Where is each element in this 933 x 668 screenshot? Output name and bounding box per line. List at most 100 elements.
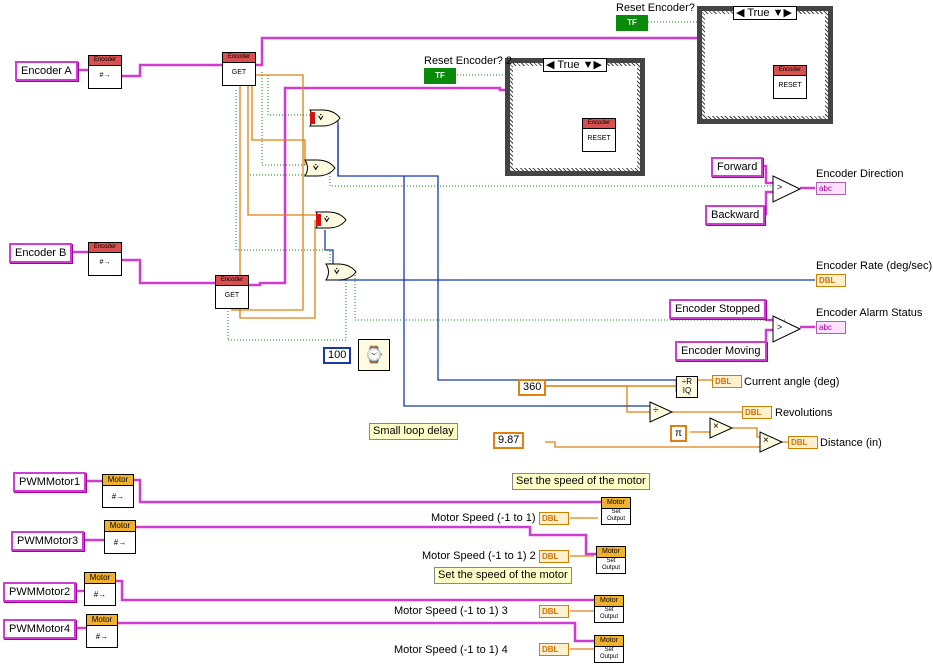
backward-constant[interactable]: Backward [705, 205, 766, 225]
pwm-motor1-control[interactable]: PWMMotor1 [13, 472, 87, 492]
encoder-direction-indicator[interactable]: abc [816, 182, 846, 195]
case-structure-1[interactable] [697, 6, 833, 124]
reset-label: RESET [778, 82, 802, 89]
reset-encoder-2-label: Reset Encoder? 2 [424, 55, 513, 67]
multiply-icon[interactable]: × [763, 435, 769, 446]
set-output-label: Set Output [599, 607, 618, 620]
encoder-refnum-vi-b[interactable]: Encoder #→ [88, 242, 122, 276]
get-label: GET [231, 69, 247, 76]
case-selector-1-value: True [747, 7, 770, 19]
motor-speed-3-label: Motor Speed (-1 to 1) 3 [394, 605, 508, 617]
motor-set-output-vi-3[interactable]: Motor Set Output [596, 546, 626, 574]
encoder-direction-label: Encoder Direction [816, 168, 904, 180]
motor-speed-4-control[interactable]: DBL [539, 643, 569, 656]
or-gate-icon[interactable]: ⩒ [313, 162, 319, 172]
reset-label: RESET [587, 135, 611, 142]
motor-vi-header: Motor [595, 596, 623, 607]
motor-speed-2-control[interactable]: DBL [539, 550, 569, 563]
current-angle-label: Current angle (deg) [744, 376, 840, 388]
motor-speed-2-label: Motor Speed (-1 to 1) 2 [422, 550, 536, 562]
refnum-icon: #→ [111, 492, 125, 501]
motor-vi-header: Motor [602, 498, 630, 509]
select-icon[interactable]: > [777, 182, 783, 192]
divide-icon[interactable]: ÷ [653, 405, 659, 416]
motor-set-output-vi-2[interactable]: Motor Set Output [594, 595, 624, 623]
pwm-motor4-control[interactable]: PWMMotor4 [3, 619, 77, 639]
forward-constant[interactable]: Forward [711, 157, 764, 177]
pi-constant[interactable]: π [670, 425, 687, 442]
case-selector-2[interactable]: ◀ True ▼▶ [543, 58, 607, 72]
motor-refnum-vi-3[interactable]: Motor #→ [104, 520, 136, 554]
encoder-alarm-status-label: Encoder Alarm Status [816, 307, 923, 319]
case-structure-2-frame [513, 66, 637, 168]
refnum-icon: #→ [99, 72, 111, 79]
refnum-icon: #→ [99, 259, 111, 266]
refnum-icon: #→ [93, 590, 107, 599]
case-structure-1-frame [705, 14, 825, 116]
motor-refnum-vi-4[interactable]: Motor #→ [86, 614, 118, 648]
motor-speed-4-label: Motor Speed (-1 to 1) 4 [394, 644, 508, 656]
or-gate-icon[interactable]: ⩒ [324, 214, 330, 224]
encoder-rate-indicator[interactable]: DBL [816, 274, 846, 287]
encoder-vi-header: Encoder [583, 119, 615, 129]
delay-constant[interactable]: 100 [323, 347, 352, 364]
encoder-rate-label: Encoder Rate (deg/sec) [816, 260, 933, 272]
set-output-label: Set Output [599, 647, 618, 660]
motor-refnum-vi-1[interactable]: Motor #→ [102, 474, 134, 508]
reset-encoder-toggle[interactable]: TF [616, 15, 648, 31]
encoder-vi-header: Encoder [774, 66, 806, 76]
motor-vi-header: Motor [595, 636, 623, 647]
select-icon[interactable]: > [777, 322, 783, 332]
reset-encoder-label: Reset Encoder? [616, 2, 695, 14]
multiply-icon[interactable]: × [713, 421, 719, 432]
set-output-label: Set Output [606, 509, 625, 522]
encoder-vi-header: Encoder [89, 243, 121, 253]
set-speed-note-2: Set the speed of the motor [434, 567, 572, 584]
revolutions-label: Revolutions [775, 407, 833, 419]
refnum-icon: #→ [95, 632, 109, 641]
small-loop-delay-note: Small loop delay [369, 423, 458, 440]
encoder-vi-header: Encoder [89, 56, 121, 66]
or-gate-icon[interactable]: ⩒ [318, 112, 324, 122]
encoder-stopped-constant[interactable]: Encoder Stopped [669, 299, 767, 319]
motor-vi-header: Motor [87, 615, 117, 626]
case-selector-1[interactable]: ◀ True ▼▶ [733, 6, 797, 20]
or-gate-icon[interactable]: ⩒ [334, 266, 340, 276]
pwm-motor3-control[interactable]: PWMMotor3 [11, 531, 85, 551]
encoder-refnum-vi-a[interactable]: Encoder #→ [88, 55, 122, 89]
encoder-reset-vi-1[interactable]: Encoder RESET [773, 65, 807, 99]
current-angle-indicator[interactable]: DBL [712, 375, 742, 388]
motor-vi-header: Motor [105, 521, 135, 532]
motor-set-output-vi-4[interactable]: Motor Set Output [594, 635, 624, 663]
deg-per-rev-constant[interactable]: 360 [518, 379, 547, 396]
encoder-vi-header: Encoder [223, 53, 255, 63]
motor-refnum-vi-2[interactable]: Motor #→ [84, 572, 116, 606]
encoder-a-control[interactable]: Encoder A [15, 61, 78, 81]
motor-vi-header: Motor [85, 573, 115, 584]
case-structure-2[interactable] [505, 58, 645, 176]
motor-speed-1-label: Motor Speed (-1 to 1) [431, 512, 536, 524]
encoder-get-vi-b[interactable]: Encoder GET [215, 275, 249, 309]
encoder-get-vi-a[interactable]: Encoder GET [222, 52, 256, 86]
reset-encoder-2-toggle[interactable]: TF [424, 68, 456, 84]
wheel-circ-constant[interactable]: 9.87 [493, 432, 525, 449]
motor-set-output-vi-1[interactable]: Motor Set Output [601, 497, 631, 525]
wait-ms-icon[interactable]: ⌚ [358, 339, 390, 371]
encoder-b-control[interactable]: Encoder B [9, 243, 73, 263]
set-output-label: Set Output [601, 558, 620, 571]
pwm-motor2-control[interactable]: PWMMotor2 [3, 582, 77, 602]
motor-speed-3-control[interactable]: DBL [539, 605, 569, 618]
get-label: GET [224, 292, 240, 299]
motor-vi-header: Motor [597, 547, 625, 558]
motor-vi-header: Motor [103, 475, 133, 486]
set-speed-note-1: Set the speed of the motor [512, 473, 650, 490]
encoder-reset-vi-2[interactable]: Encoder RESET [582, 118, 616, 152]
motor-speed-1-control[interactable]: DBL [539, 512, 569, 525]
encoder-moving-constant[interactable]: Encoder Moving [675, 341, 767, 361]
distance-indicator[interactable]: DBL [788, 436, 818, 449]
refnum-icon: #→ [113, 538, 127, 547]
encoder-vi-header: Encoder [216, 276, 248, 286]
revolutions-indicator[interactable]: DBL [742, 406, 772, 419]
encoder-alarm-status-indicator[interactable]: abc [816, 321, 846, 334]
